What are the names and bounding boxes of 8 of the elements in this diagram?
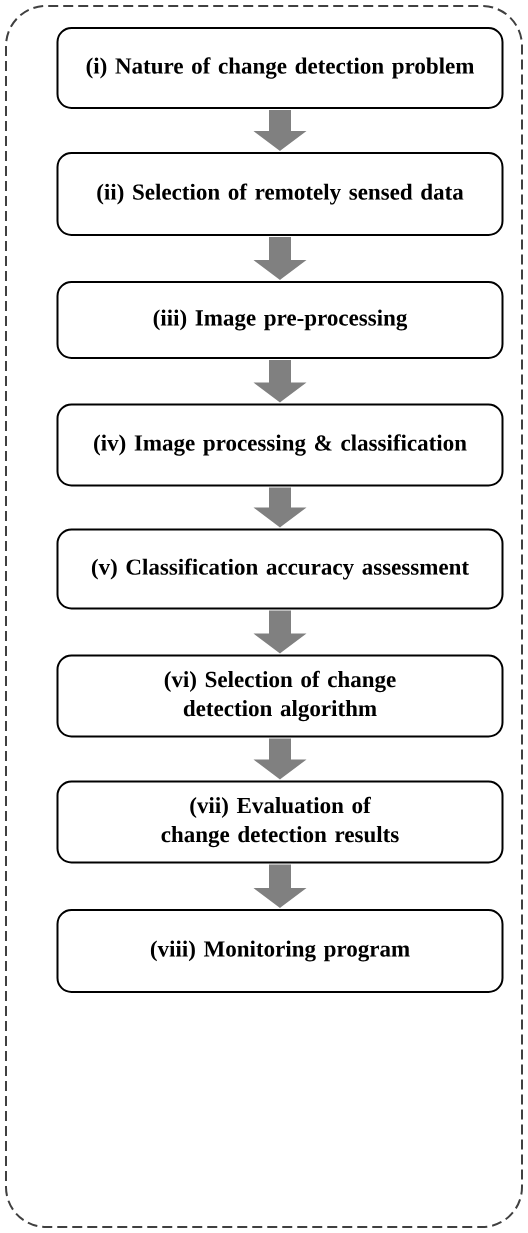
process-box: (iii) Image pre-processing: [56, 281, 504, 359]
process-box: (ii) Selection of remotely sensed data: [56, 152, 504, 236]
process-box: (v) Classification accuracy assessment: [56, 528, 504, 610]
process-box: (iv) Image processing & classification: [56, 403, 504, 487]
process-box: (vi) Selection of change detection algorithm: [56, 654, 504, 738]
process-box: (viii) Monitoring program: [56, 909, 504, 993]
process-box: (vii) Evaluation of change detection results: [56, 780, 504, 864]
process-box: (i) Nature of change detection problem: [56, 27, 504, 109]
